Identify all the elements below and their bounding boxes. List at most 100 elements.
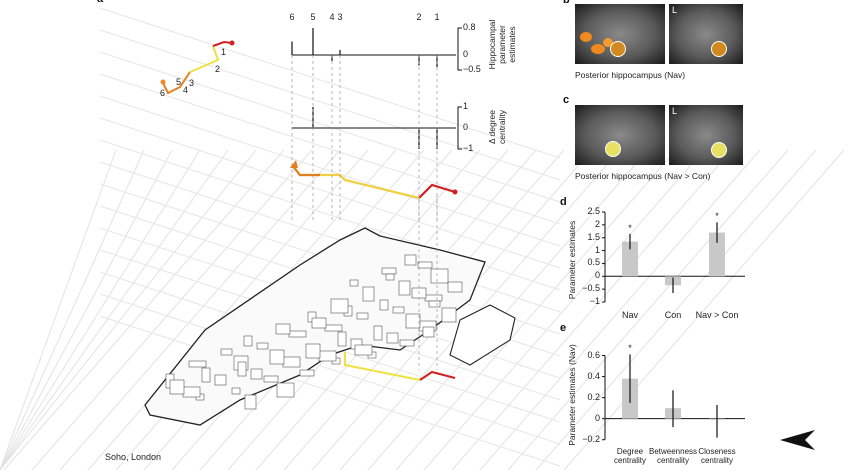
street-line [535, 149, 817, 470]
building [441, 307, 457, 323]
street-line [99, 29, 561, 181]
street-line [0, 149, 229, 470]
y-tick-label: 0.8 [463, 22, 476, 32]
building [354, 344, 373, 356]
building [169, 379, 185, 395]
building [386, 332, 399, 344]
y-tick-label: 0 [594, 412, 600, 423]
route-elevated-red [418, 183, 456, 199]
building [305, 343, 321, 359]
street-line [99, 161, 561, 313]
street-line [451, 149, 733, 470]
building [244, 394, 257, 410]
mini-route-red [212, 40, 233, 47]
y-tick-label: 0 [463, 122, 469, 132]
y-tick-label: −0.5 [463, 64, 481, 74]
y-tick-label: −1 [589, 296, 600, 306]
caption-c: Posterior hippocampus (Nav > Con) [575, 171, 711, 181]
street-line [395, 149, 677, 470]
street-line [0, 149, 173, 470]
building [392, 306, 405, 314]
route-label-5: 5 [176, 77, 182, 87]
caption-b: Posterior hippocampus (Nav) [575, 70, 686, 80]
street-line [367, 149, 649, 470]
bar-2 [709, 232, 725, 277]
building [405, 313, 421, 329]
panel-label-c: c [563, 94, 570, 106]
y-axis [457, 27, 462, 71]
street-line [3, 149, 285, 470]
building [214, 374, 227, 386]
x-category-label: Betweenness centrality [648, 447, 698, 465]
street-line [99, 7, 561, 159]
street-line [507, 149, 789, 470]
route-point-label: 5 [310, 12, 316, 22]
street-line [99, 117, 561, 269]
x-category-label: Nav > Con [695, 310, 739, 320]
y-tick-label: −1 [463, 143, 474, 153]
building [428, 300, 441, 308]
building [201, 367, 211, 383]
route-label-6: 6 [160, 88, 166, 98]
building [373, 325, 383, 341]
route-label-4: 4 [183, 85, 189, 95]
route-label-2: 2 [215, 64, 221, 74]
y-tick-label: 1 [463, 101, 469, 111]
building [337, 331, 347, 347]
route-point-label: 2 [416, 12, 422, 22]
mini-route-yellow [189, 45, 220, 73]
street-line [0, 149, 257, 470]
building [243, 335, 253, 347]
street-line [99, 293, 561, 445]
building [311, 317, 327, 329]
building [256, 342, 269, 350]
orientation-label: L [672, 5, 678, 15]
y-tick-label: 1.5 [587, 231, 600, 242]
building [404, 254, 417, 266]
sagittal-brain-image-c [575, 105, 665, 165]
route-point-label: 6 [289, 12, 295, 22]
y-tick-label: 0.2 [587, 391, 600, 402]
building [447, 281, 463, 293]
mini-route-end-dot [229, 40, 235, 46]
x-category-label: Nav [621, 310, 639, 320]
building [299, 369, 315, 377]
coronal-brain-image-b: L [669, 4, 743, 64]
significance-marker: * [715, 211, 719, 222]
building [269, 349, 285, 365]
x-category-label: Closeness centrality [698, 447, 736, 465]
side-block [449, 304, 516, 366]
y-tick-label: 0.4 [587, 370, 600, 381]
building [398, 280, 411, 296]
route-map-red [419, 370, 456, 381]
building [399, 339, 415, 347]
building [385, 273, 395, 281]
route-end-dot [452, 189, 458, 195]
y-axis-label: Parameter estimates (Nav) [567, 344, 577, 446]
building [430, 268, 449, 284]
building [349, 279, 359, 287]
route-point-label: 3 [337, 12, 343, 22]
y-tick-label: −0.5 [582, 283, 600, 294]
building [263, 375, 279, 383]
street-line [87, 149, 369, 470]
building [275, 323, 291, 335]
route-map-yellow [344, 352, 421, 381]
route-point-label: 1 [434, 12, 440, 22]
y-axis-label: Δ degree centrality [487, 109, 507, 145]
y-tick-label: 0.5 [587, 257, 600, 268]
street-line [0, 149, 145, 470]
street-line [99, 315, 561, 467]
x-category-label: Con [664, 310, 682, 320]
y-tick-label: 2 [594, 218, 600, 229]
street-line [99, 95, 561, 247]
building [188, 360, 207, 368]
building [250, 368, 263, 380]
street-line [423, 149, 705, 470]
y-tick-label: 0 [594, 270, 600, 281]
building [220, 348, 233, 356]
orientation-label: L [672, 106, 678, 116]
y-axis-label: Parameter estimates [567, 220, 577, 300]
